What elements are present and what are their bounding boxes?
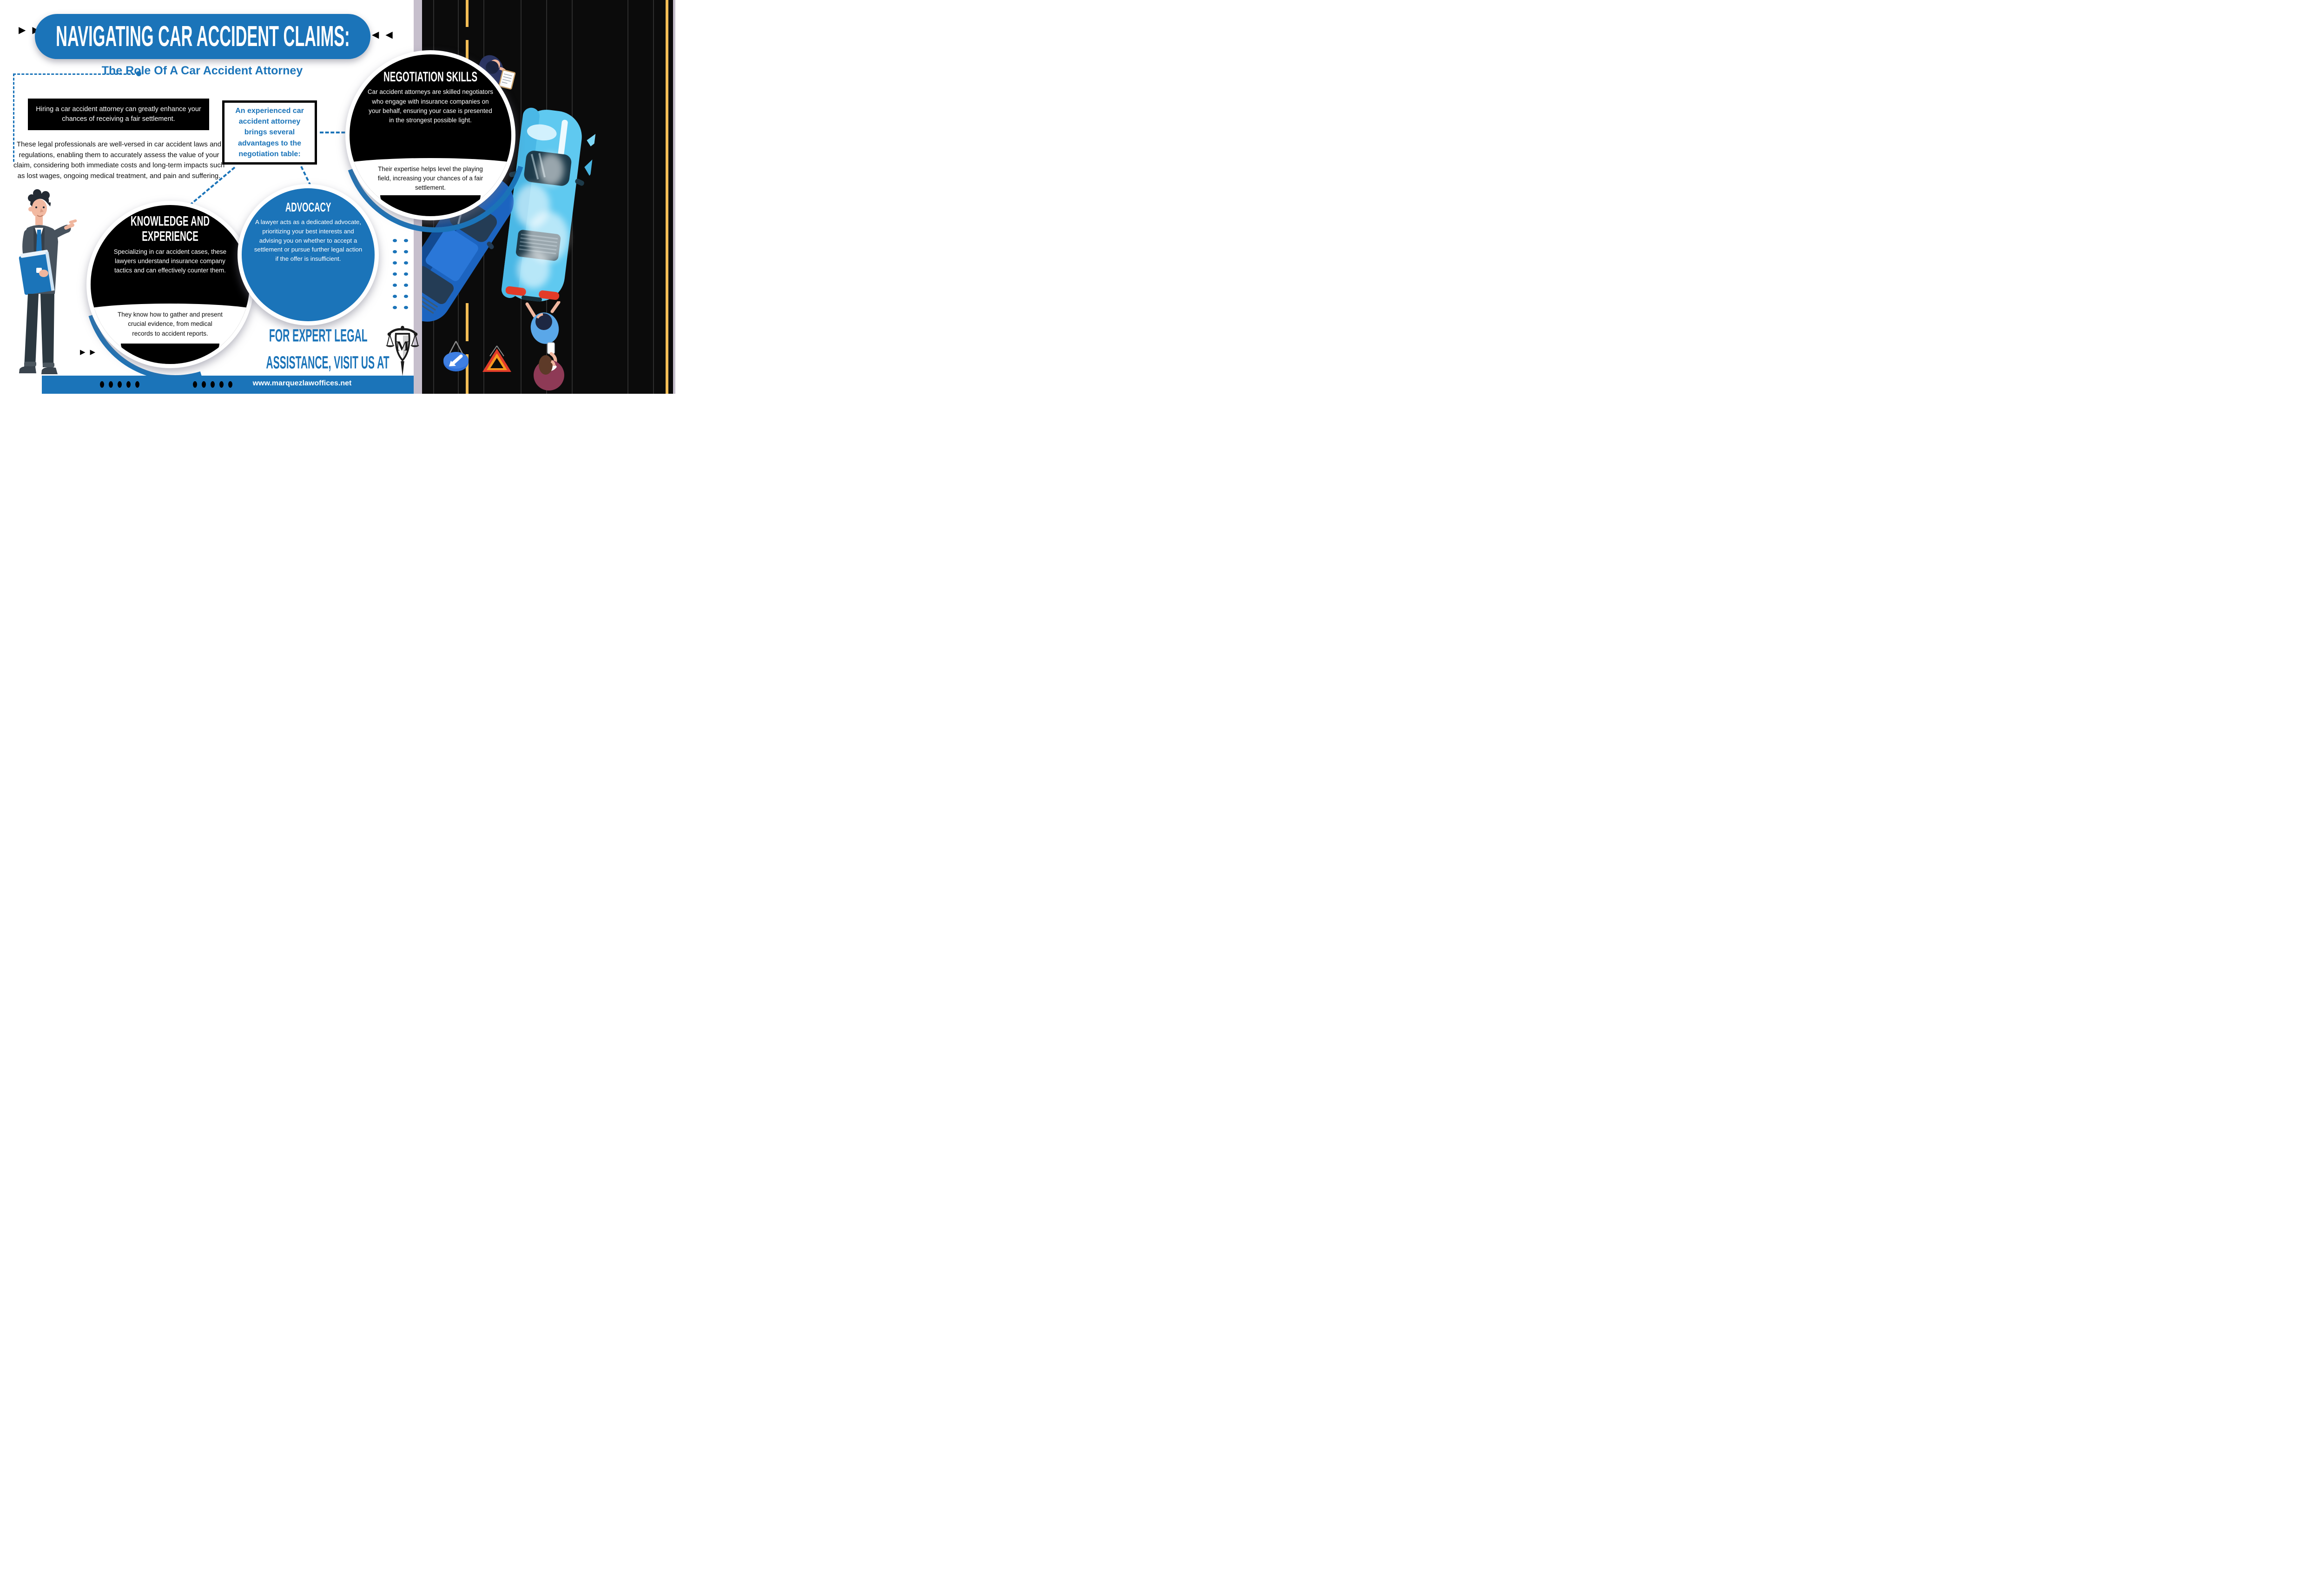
shocked-pedestrian-illustration: [525, 301, 561, 344]
smoke-illustration: [517, 251, 550, 288]
center-note-text: An experienced car accident attorney bri…: [235, 107, 304, 158]
yellow-center-line: [466, 303, 469, 341]
cta-line2: ASSISTANCE, VISIT US AT: [266, 352, 390, 372]
page-subtitle: The Role Of A Car Accident Attorney: [101, 64, 303, 77]
center-note-box: An experienced car accident attorney bri…: [222, 100, 317, 165]
direction-sign-icon: [443, 341, 469, 371]
infographic-canvas: ▶▶ NAVIGATING CAR ACCIDENT CLAIMS: ◀◀ Th…: [0, 0, 675, 394]
advocacy-title: ADVOCACY: [285, 200, 331, 215]
subtitle-connector-line: [13, 73, 135, 75]
connector-dot: [136, 71, 141, 76]
lane-line: [653, 0, 654, 394]
knowledge-experience-circle: KNOWLEDGE AND EXPERIENCE Specializing in…: [86, 201, 254, 368]
logo-letter: M: [396, 338, 409, 354]
footer-dots-decoration: [193, 381, 237, 388]
advocacy-body: A lawyer acts as a dedicated advocate, p…: [254, 218, 363, 263]
intro-highlight-box: Hiring a car accident attorney can great…: [28, 99, 209, 130]
cta-text: FOR EXPERT LEGAL ASSISTANCE, VISIT US AT: [249, 325, 389, 373]
negotiation-body: Car accident attorneys are skilled negot…: [367, 88, 494, 124]
forward-arrows-small-icon: ▶▶: [80, 348, 102, 356]
yellow-center-line: [466, 354, 469, 394]
warning-triangle-icon: [482, 345, 511, 372]
negotiation-skills-circle: NEGOTIATION SKILLS Car accident attorney…: [345, 50, 515, 220]
advocacy-circle: ADVOCACY A lawyer acts as a dedicated ad…: [238, 184, 379, 325]
negotiation-note: Their expertise helps level the playing …: [377, 165, 483, 192]
dotted-column-decoration: [404, 239, 408, 317]
knowledge-body: Specializing in car accident cases, thes…: [113, 248, 227, 274]
lawyer-illustration: [19, 189, 77, 374]
yellow-center-line: [466, 0, 469, 27]
smoke-illustration: [538, 153, 564, 186]
negotiation-title: NEGOTIATION SKILLS: [383, 68, 477, 85]
intro-paragraph: These legal professionals are well-verse…: [13, 140, 225, 180]
pedestrian-with-phone-illustration: [534, 342, 564, 390]
connector-to-negotiation: [320, 132, 350, 133]
divider-strip-right: [673, 0, 675, 394]
cta-line1: FOR EXPERT LEGAL: [269, 325, 368, 345]
footer-dots-decoration: [100, 381, 144, 388]
intro-highlight-text: Hiring a car accident attorney can great…: [36, 105, 201, 123]
title-banner: NAVIGATING CAR ACCIDENT CLAIMS:: [35, 14, 370, 59]
subtitle-connector-line-vertical: [13, 73, 14, 162]
back-arrows-icon: ◀◀: [372, 30, 399, 40]
website-link[interactable]: www.marquezlawoffices.net: [252, 379, 352, 387]
page-title: NAVIGATING CAR ACCIDENT CLAIMS:: [55, 20, 350, 53]
knowledge-note: They know how to gather and present cruc…: [118, 311, 223, 337]
yellow-edge-line: [666, 0, 668, 394]
dotted-column-decoration: [393, 239, 397, 317]
knowledge-title: KNOWLEDGE AND EXPERIENCE: [130, 213, 210, 244]
lane-line: [627, 0, 628, 394]
scales-of-justice-logo: [385, 325, 420, 377]
